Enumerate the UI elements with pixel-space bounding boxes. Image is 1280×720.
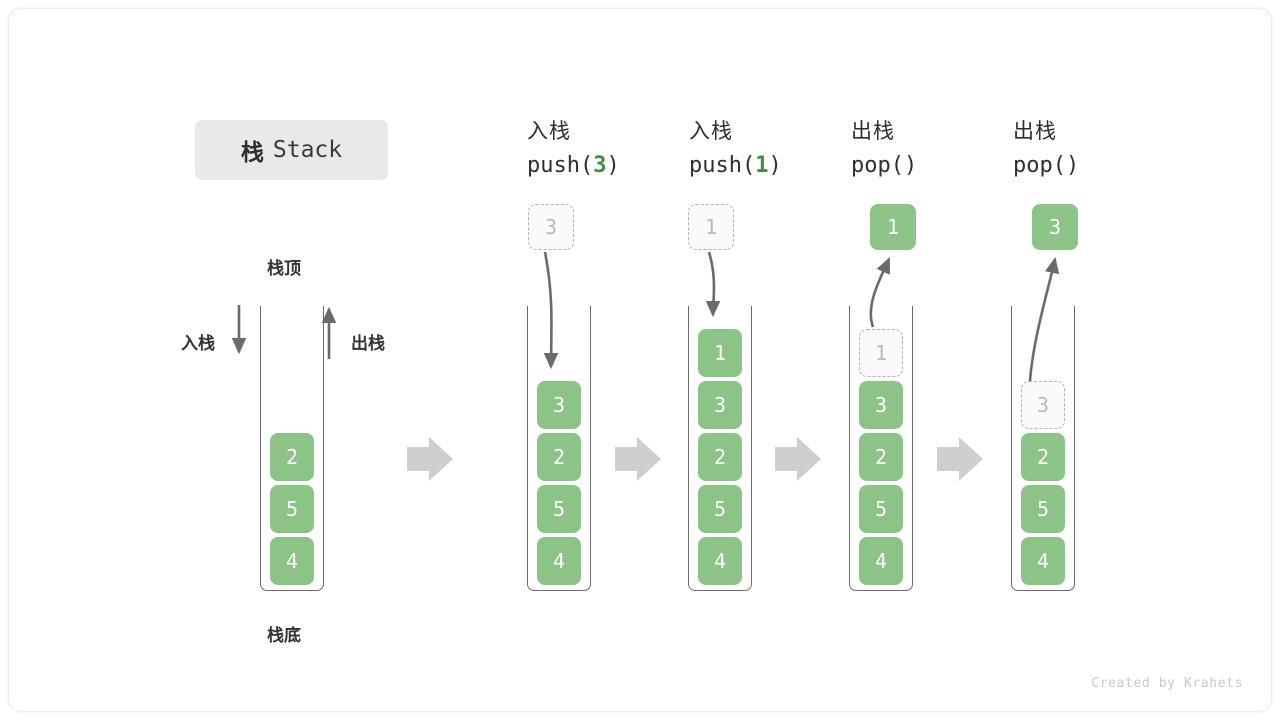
step-op-label: 入栈 bbox=[527, 119, 571, 143]
stack-cell: 3 bbox=[859, 381, 903, 429]
stack-cell: 5 bbox=[537, 485, 581, 533]
step-separator-arrow bbox=[937, 437, 983, 481]
popping-element-ghost: 1 bbox=[859, 329, 903, 377]
popped-element: 1 bbox=[870, 204, 916, 250]
step-header-pop-3: 出栈 pop() bbox=[1013, 116, 1193, 182]
stack-cell: 5 bbox=[270, 485, 314, 533]
footer-credit: Created by Krahets bbox=[1091, 676, 1243, 691]
label-push-side: 入栈 bbox=[181, 334, 215, 354]
step-header-push-1: 入栈 push(1) bbox=[689, 116, 869, 182]
stack-cell: 2 bbox=[1021, 433, 1065, 481]
stack-cell: 4 bbox=[859, 537, 903, 585]
diagram-title-chip: 栈 Stack bbox=[195, 120, 388, 180]
step-separator-arrow bbox=[615, 437, 661, 481]
step-separator-arrow bbox=[775, 437, 821, 481]
stack-cell: 5 bbox=[1021, 485, 1065, 533]
step-code-label: pop() bbox=[1013, 153, 1080, 178]
stack-cell: 4 bbox=[270, 537, 314, 585]
stack-cell: 2 bbox=[270, 433, 314, 481]
stack-cell: 1 bbox=[698, 329, 742, 377]
popped-element: 3 bbox=[1032, 204, 1078, 250]
stack-cell: 4 bbox=[1021, 537, 1065, 585]
label-pop-side: 出栈 bbox=[351, 334, 385, 354]
stack-cell: 4 bbox=[537, 537, 581, 585]
stack-cell: 2 bbox=[698, 433, 742, 481]
stack-container-pop-3 bbox=[1011, 306, 1075, 591]
arrows-overlay bbox=[231, 251, 1060, 481]
title-cn: 栈 bbox=[240, 140, 265, 166]
label-stack-bottom: 栈底 bbox=[267, 626, 301, 646]
stack-container-pop-1 bbox=[849, 306, 913, 591]
stack-cell: 2 bbox=[859, 433, 903, 481]
stack-cell: 2 bbox=[537, 433, 581, 481]
step-code-label: push(3) bbox=[527, 153, 620, 178]
step-separator-arrow bbox=[407, 437, 453, 481]
popping-element-ghost: 3 bbox=[1021, 381, 1065, 429]
stack-cell: 3 bbox=[537, 381, 581, 429]
title-en: Stack bbox=[272, 137, 343, 163]
step-header-push-3: 入栈 push(3) bbox=[527, 116, 707, 182]
incoming-element-ghost: 3 bbox=[528, 204, 574, 250]
step-header-pop-1: 出栈 pop() bbox=[851, 116, 1031, 182]
stack-cell: 3 bbox=[698, 381, 742, 429]
step-op-label: 出栈 bbox=[851, 119, 895, 143]
step-op-label: 入栈 bbox=[689, 119, 733, 143]
step-code-label: push(1) bbox=[689, 153, 782, 178]
stack-cell: 5 bbox=[859, 485, 903, 533]
step-op-label: 出栈 bbox=[1013, 119, 1057, 143]
diagram-canvas: 栈 Stack 栈顶 栈底 入栈 出栈 2 5 4 入栈 push(3) 3 3… bbox=[8, 8, 1272, 712]
step-code-label: pop() bbox=[851, 153, 918, 178]
stack-container-initial bbox=[260, 306, 324, 591]
label-stack-top: 栈顶 bbox=[267, 259, 301, 279]
stack-container-push-3 bbox=[527, 306, 591, 591]
incoming-element-ghost: 1 bbox=[688, 204, 734, 250]
stack-container-push-1 bbox=[688, 306, 752, 591]
stack-cell: 4 bbox=[698, 537, 742, 585]
stack-cell: 5 bbox=[698, 485, 742, 533]
